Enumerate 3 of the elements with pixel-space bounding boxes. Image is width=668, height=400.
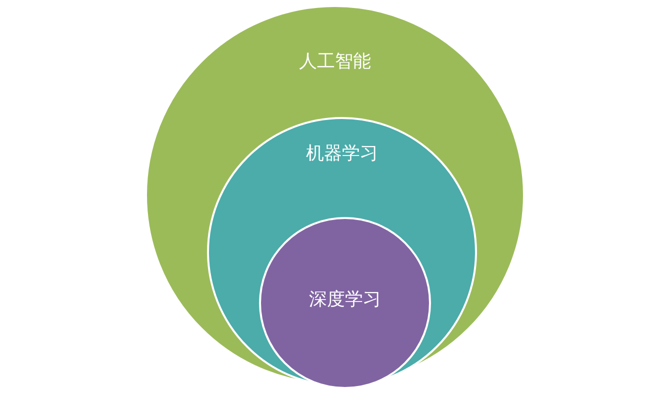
- circle-label: 机器学习: [306, 142, 378, 165]
- circle-label: 人工智能: [299, 50, 371, 73]
- circle-label: 深度学习: [309, 288, 381, 311]
